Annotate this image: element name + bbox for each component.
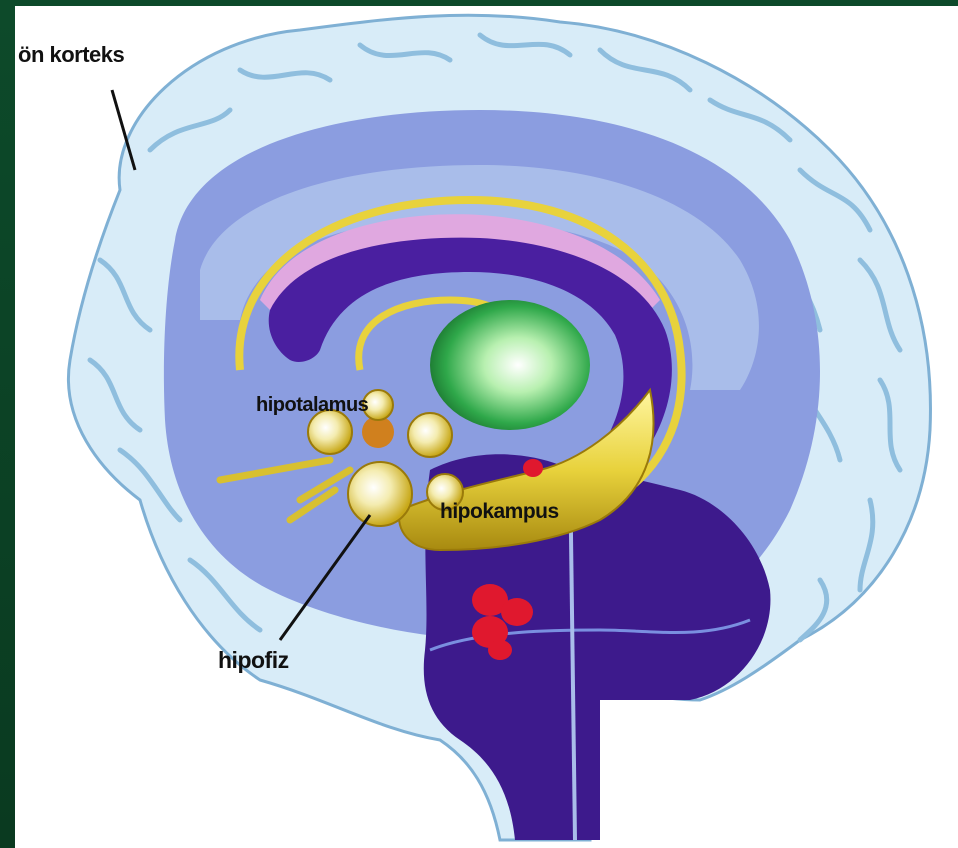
red-nucleus-2	[501, 598, 533, 626]
red-nucleus-5	[523, 459, 543, 477]
pituitary-gland	[348, 462, 412, 526]
hypothalamus-nucleus-right	[408, 413, 452, 457]
frame-left-border	[0, 0, 15, 848]
label-cortex: ön korteks	[18, 42, 124, 68]
label-hypothalamus: hipotalamus	[256, 394, 368, 417]
label-hippocampus: hipokampus	[440, 500, 559, 524]
label-pituitary: hipofiz	[218, 647, 289, 674]
thalamus	[430, 300, 590, 430]
red-nucleus-4	[488, 640, 512, 660]
